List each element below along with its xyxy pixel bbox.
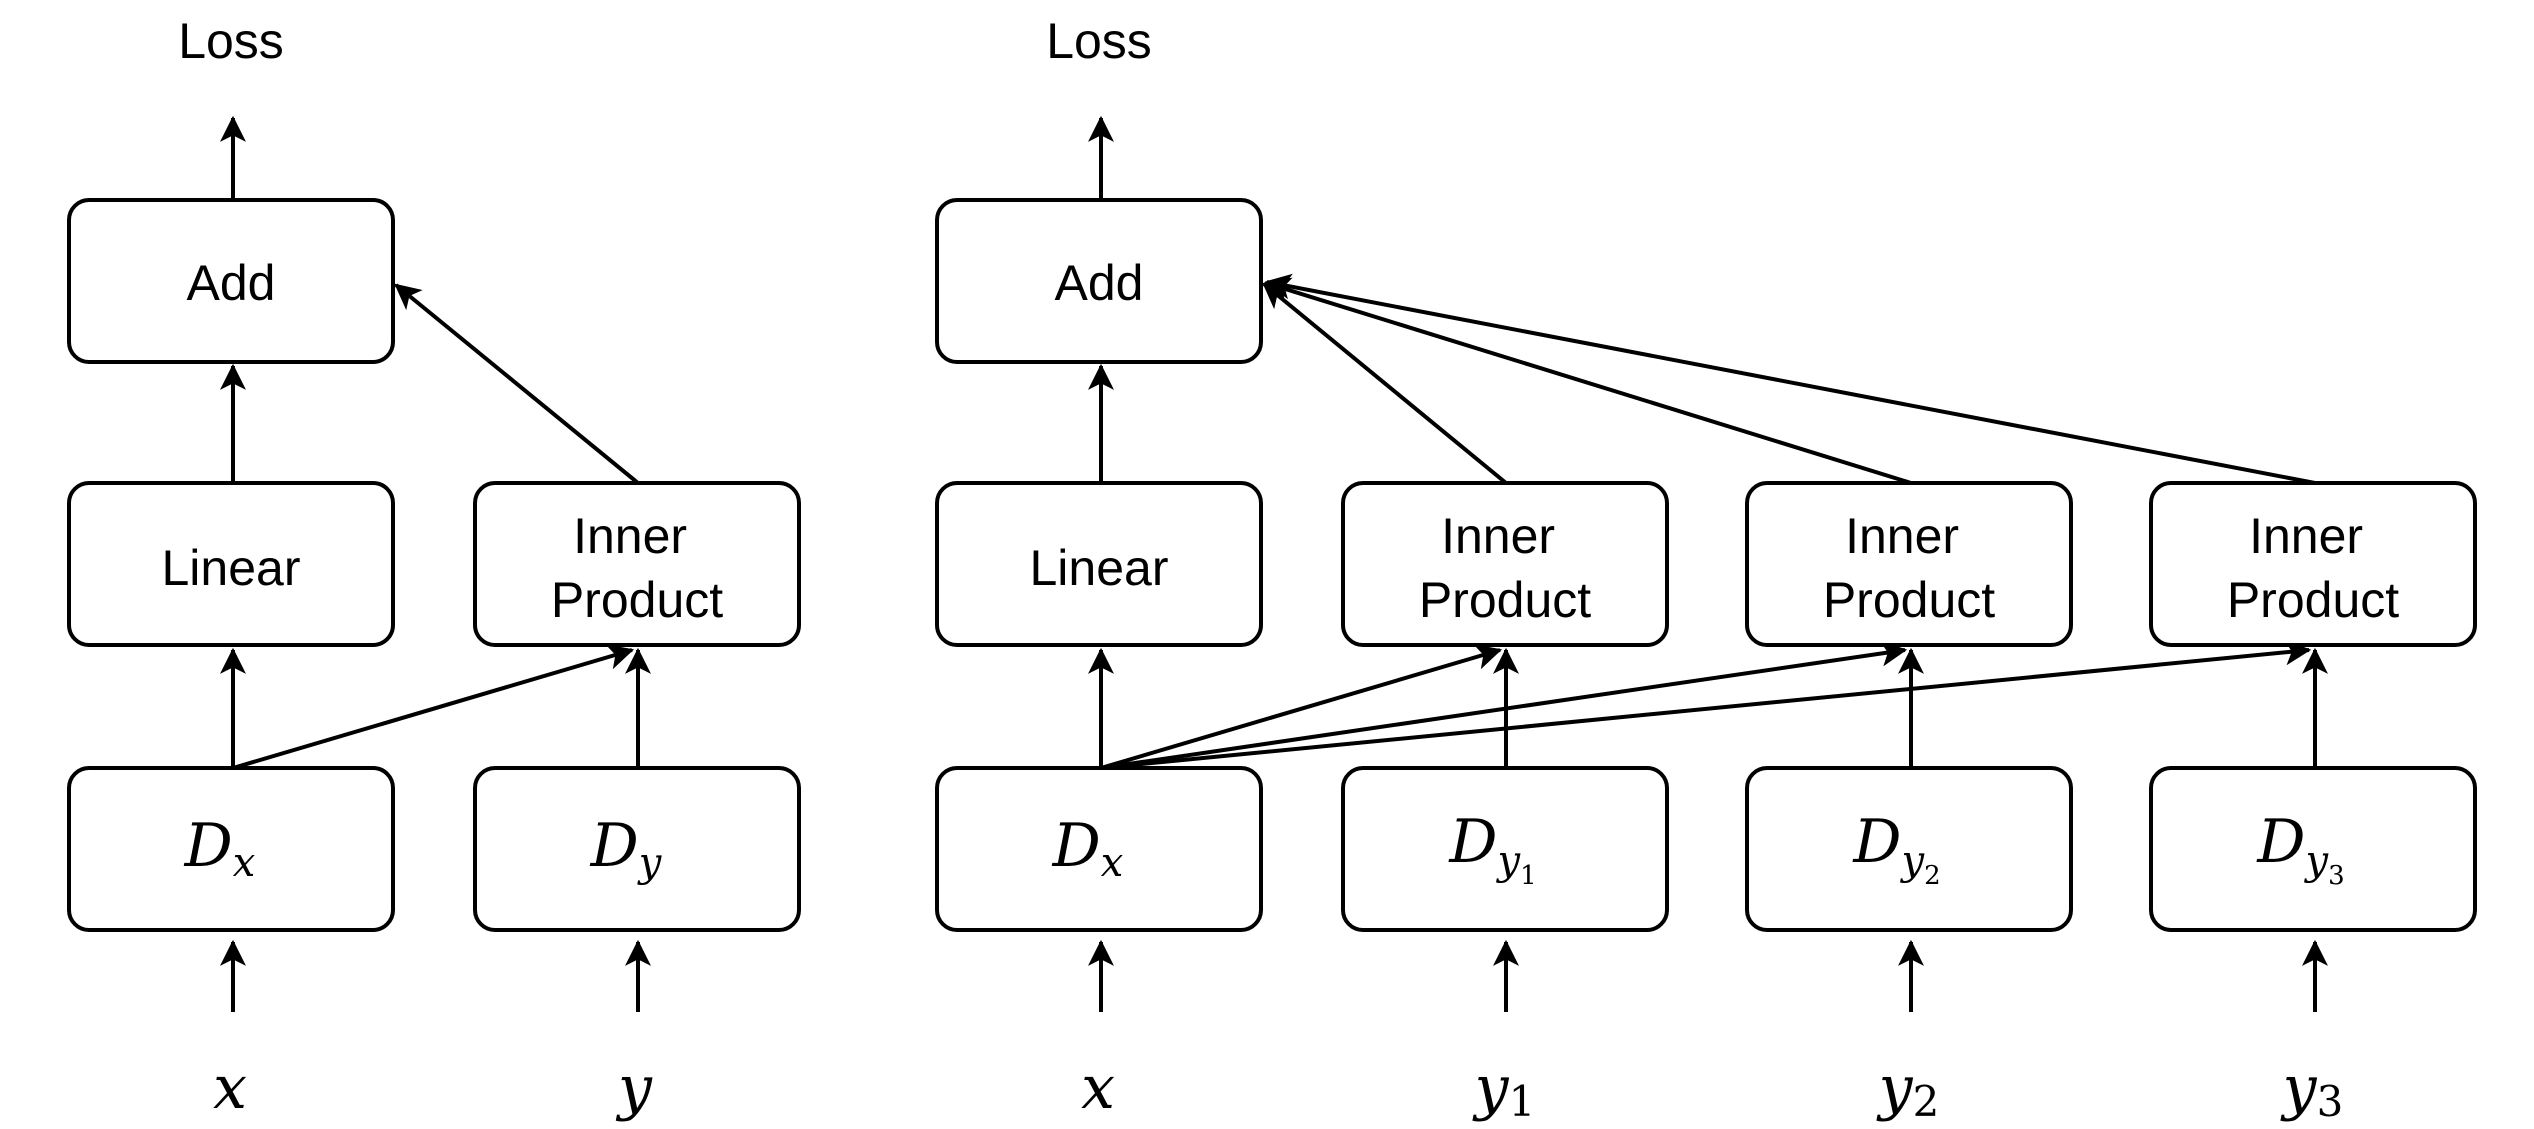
- edge-dx-to-inner-product-1: [1100, 644, 1503, 770]
- right-add-box: [935, 198, 1263, 364]
- inner-product-line-1: Inner: [2249, 508, 2363, 564]
- right-dy3-label: Dy3: [2256, 807, 2344, 891]
- left-linear-label: Linear: [162, 540, 301, 596]
- left-inner-product-box: [473, 481, 801, 647]
- right-edges: [1088, 115, 2328, 1012]
- right-inner-product-label-1: Inner Product: [1419, 508, 1591, 628]
- left-input-y: y: [615, 1053, 653, 1123]
- edge-inner-product-to-add: [394, 283, 640, 485]
- right-dy2-label: Dy2: [1852, 807, 1940, 891]
- left-add-box: [67, 198, 395, 364]
- edge-inner-product-3-to-add: [1264, 273, 2316, 485]
- edge-dx-to-inner-product: [232, 644, 635, 770]
- right-dx-label: Dx: [1052, 811, 1124, 886]
- right-diagram: Loss Add Linear Inner Product Inner Prod…: [935, 13, 2477, 1126]
- right-inner-product-box-1: [1341, 481, 1669, 647]
- right-input-x: x: [1081, 1053, 1115, 1123]
- inner-product-line-1: Inner: [1845, 508, 1959, 564]
- left-diagram: Loss Add Linear Inner Product Dx Dy x y: [67, 13, 801, 1123]
- right-dy3-box: [2149, 766, 2477, 932]
- left-add-label: Add: [187, 255, 276, 311]
- right-add-label: Add: [1055, 255, 1144, 311]
- left-dx-label: Dx: [184, 811, 256, 886]
- inner-product-line-2: Product: [2227, 572, 2399, 628]
- right-inner-product-box-3: [2149, 481, 2477, 647]
- left-loss-label: Loss: [178, 13, 284, 69]
- edge-dx-to-inner-product-2: [1100, 640, 1908, 770]
- right-loss-label: Loss: [1046, 13, 1152, 69]
- right-dx-box: [935, 766, 1263, 932]
- right-input-y1: y1: [1472, 1053, 1536, 1126]
- edge-inner-product-1-to-add: [1262, 282, 1508, 485]
- right-dy1-label: Dy1: [1448, 807, 1536, 891]
- left-dx-box: [67, 766, 395, 932]
- right-inner-product-box-2: [1745, 481, 2073, 647]
- left-linear-box: [67, 481, 395, 647]
- right-input-y2: y2: [1876, 1053, 1940, 1126]
- inner-product-line-1: Inner: [573, 508, 687, 564]
- left-dy-box: [473, 766, 801, 932]
- inner-product-line-2: Product: [1823, 572, 1995, 628]
- right-linear-box: [935, 481, 1263, 647]
- right-dy2-box: [1745, 766, 2073, 932]
- left-edges: [220, 115, 651, 1012]
- edge-inner-product-2-to-add: [1263, 277, 1912, 485]
- left-inner-product-label: Inner Product: [551, 508, 723, 628]
- inner-product-line-2: Product: [1419, 572, 1591, 628]
- right-inner-product-label-2: Inner Product: [1823, 508, 1995, 628]
- right-dy1-box: [1341, 766, 1669, 932]
- left-dy-label: Dy: [590, 811, 663, 886]
- inner-product-line-1: Inner: [1441, 508, 1555, 564]
- right-input-y3: y3: [2280, 1053, 2344, 1126]
- right-linear-label: Linear: [1030, 540, 1169, 596]
- inner-product-line-2: Product: [551, 572, 723, 628]
- edge-dx-to-inner-product-3: [1100, 639, 2312, 770]
- left-input-x: x: [213, 1053, 247, 1123]
- right-inner-product-label-3: Inner Product: [2227, 508, 2399, 628]
